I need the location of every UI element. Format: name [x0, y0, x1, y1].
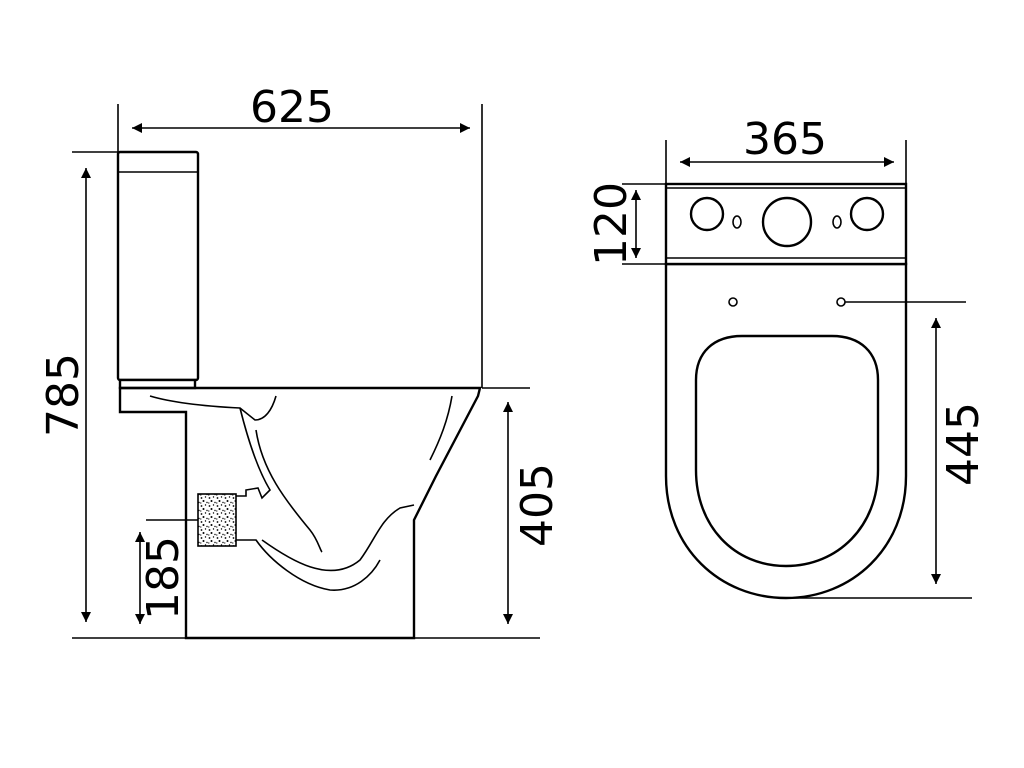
top-view: 365 120 445 — [586, 114, 989, 600]
top-cistern — [664, 182, 908, 266]
dim-405-label: 405 — [512, 463, 563, 547]
top-center-button — [761, 196, 813, 248]
side-outlet — [197, 493, 237, 547]
top-bowl — [664, 262, 908, 600]
side-cistern — [116, 150, 200, 382]
dim-445-label: 445 — [938, 402, 989, 486]
dim-625-label: 625 — [250, 82, 334, 133]
top-seat-lid — [694, 334, 880, 568]
dim-185-label: 185 — [138, 536, 189, 620]
dim-785-label: 785 — [38, 353, 89, 437]
top-left-button — [689, 196, 725, 232]
side-trapway — [149, 395, 453, 572]
top-right-button — [849, 196, 885, 232]
side-bowl — [118, 386, 482, 640]
dim-365-label: 365 — [743, 114, 827, 165]
dim-120-label: 120 — [586, 182, 637, 266]
side-view: 625 785 185 405 — [38, 82, 563, 640]
